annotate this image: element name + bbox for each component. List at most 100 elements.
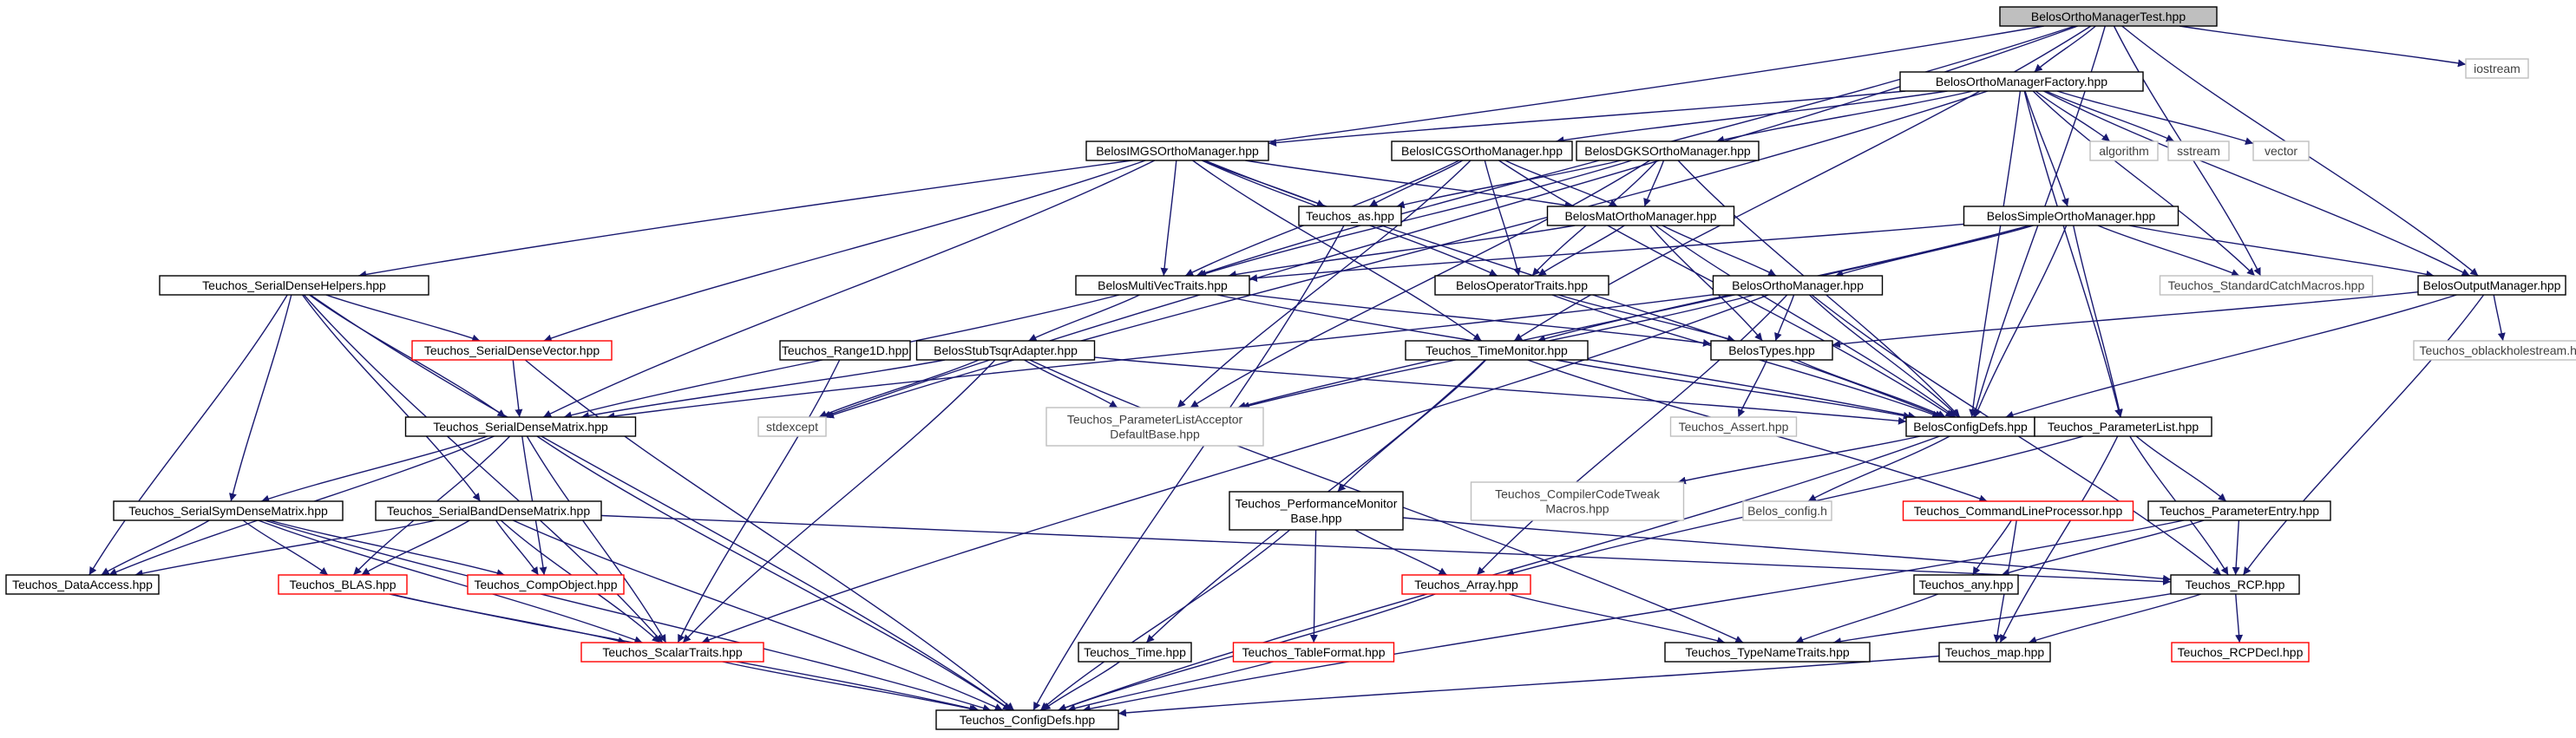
node-label: Teuchos_SerialDenseHelpers.hpp <box>202 278 386 292</box>
node-sdmatrix[interactable]: Teuchos_SerialDenseMatrix.hpp <box>404 416 637 437</box>
node-box <box>1546 206 1735 226</box>
node-imgs[interactable]: BelosIMGSOrthoManager.hpp <box>1085 140 1269 161</box>
node-teuchostime[interactable]: Teuchos_Time.hpp <box>1078 642 1192 663</box>
node-box <box>1742 500 1832 521</box>
edge-factory-to-configdefs <box>1969 90 2022 418</box>
node-icgs[interactable]: BelosICGSOrthoManager.hpp <box>1391 140 1573 161</box>
node-box <box>1664 642 1871 663</box>
edge-ssdmatrix-to-compobject <box>269 519 505 577</box>
node-box <box>1899 71 2144 92</box>
node-range1d[interactable]: Teuchos_Range1D.hpp <box>779 340 911 361</box>
node-simpleortho[interactable]: BelosSimpleOrthoManager.hpp <box>1963 206 2179 226</box>
node-dgks[interactable]: BelosDGKSOrthoManager.hpp <box>1576 140 1760 161</box>
node-orthomgr[interactable]: BelosOrthoManager.hpp <box>1712 275 1884 296</box>
node-teuchosmap[interactable]: Teuchos_map.hpp <box>1938 642 2051 663</box>
node-sbdmatrix[interactable]: Teuchos_SerialBandDenseMatrix.hpp <box>375 500 602 521</box>
node-multivec[interactable]: BelosMultiVecTraits.hpp <box>1075 275 1250 296</box>
node-algorithm: algorithm <box>2089 140 2159 161</box>
edge-simpleortho-to-stdcatch <box>2097 225 2240 277</box>
edge-icgs-to-optraits <box>1484 160 1521 277</box>
node-box <box>1075 275 1250 296</box>
node-box <box>2465 58 2529 79</box>
node-box <box>1391 140 1573 161</box>
node-label: BelosDGKSOrthoManager.hpp <box>1584 144 1751 158</box>
node-tableformat[interactable]: Teuchos_TableFormat.hpp <box>1232 642 1395 663</box>
node-teuchosconfigdefs[interactable]: Teuchos_ConfigDefs.hpp <box>935 709 1119 730</box>
node-root[interactable]: BelosOrthoManagerTest.hpp <box>1999 6 2218 27</box>
node-label: Teuchos_SerialSymDenseMatrix.hpp <box>128 504 328 518</box>
node-box <box>1963 206 2179 226</box>
node-scalartraits[interactable]: Teuchos_ScalarTraits.hpp <box>580 642 764 663</box>
node-label: Teuchos_RCP.hpp <box>2186 578 2285 591</box>
node-blas[interactable]: Teuchos_BLAS.hpp <box>278 574 408 595</box>
edge-sdmatrix-to-ssdmatrix <box>260 435 488 503</box>
node-label: Teuchos_StandardCatchMacros.hpp <box>2168 278 2365 292</box>
node-label: Teuchos_ScalarTraits.hpp <box>602 645 743 659</box>
edge-simpleortho-to-configdefs <box>1974 225 2068 418</box>
node-sdhelpers[interactable]: Teuchos_SerialDenseHelpers.hpp <box>159 275 429 296</box>
node-box <box>1078 642 1192 663</box>
node-configdefs[interactable]: BelosConfigDefs.hpp <box>1905 416 2035 437</box>
edge-outputmgr-to-rcp <box>2242 294 2485 576</box>
node-box <box>5 574 160 595</box>
edge-orthomgr-to-scalartraits <box>701 294 1769 644</box>
edge-sdhelpers-to-dataaccess <box>88 294 288 576</box>
node-belostypes[interactable]: BelosTypes.hpp <box>1710 340 1833 361</box>
node-box <box>2417 275 2566 296</box>
node-paramentry[interactable]: Teuchos_ParameterEntry.hpp <box>2147 500 2331 521</box>
edge-matortho-to-optraits <box>1537 225 1625 277</box>
edge-factory-to-simpleortho <box>2024 90 2069 207</box>
node-label: BelosOrthoManagerFactory.hpp <box>1936 75 2107 88</box>
edge-icgs-to-plabase <box>1177 160 1472 408</box>
edge-scalartraits-to-teuchosconfigdefs <box>722 661 978 713</box>
node-stubtsqr[interactable]: BelosStubTsqrAdapter.hpp <box>915 340 1096 361</box>
node-vector: vector <box>2252 140 2310 161</box>
node-sdvector[interactable]: Teuchos_SerialDenseVector.hpp <box>411 340 613 361</box>
edge-sbdmatrix-to-teuchosconfigdefs <box>513 519 1003 711</box>
node-box <box>2167 140 2230 161</box>
node-label: Teuchos_Assert.hpp <box>1679 420 1789 434</box>
edge-stubtsqr-to-sdmatrix <box>580 359 946 420</box>
dependency-nodes: BelosOrthoManagerTest.hpp iostreamBelosOr… <box>5 6 2576 730</box>
node-label: Teuchos_SerialDenseMatrix.hpp <box>433 420 608 434</box>
node-teuchos_as[interactable]: Teuchos_as.hpp <box>1298 206 1402 226</box>
node-box <box>1913 574 2019 595</box>
node-box <box>1712 275 1884 296</box>
edge-factory-to-icgs <box>1556 90 1948 145</box>
node-box <box>757 416 827 437</box>
edge-factory-to-stdcatch <box>2032 90 2256 277</box>
node-sstream: sstream <box>2167 140 2230 161</box>
node-matortho[interactable]: BelosMatOrthoManager.hpp <box>1546 206 1735 226</box>
node-compobject[interactable]: Teuchos_CompObject.hpp <box>467 574 625 595</box>
node-label: Teuchos_oblackholestream.hpp <box>2420 343 2576 357</box>
node-array[interactable]: Teuchos_Array.hpp <box>1401 574 1531 595</box>
node-factory[interactable]: BelosOrthoManagerFactory.hpp <box>1899 71 2144 92</box>
node-any[interactable]: Teuchos_any.hpp <box>1913 574 2019 595</box>
edge-factory-to-imgs <box>1268 90 1906 147</box>
node-ssdmatrix[interactable]: Teuchos_SerialSymDenseMatrix.hpp <box>113 500 344 521</box>
node-cmdline[interactable]: Teuchos_CommandLineProcessor.hpp <box>1902 500 2134 521</box>
node-box <box>2089 140 2159 161</box>
node-box <box>935 709 1119 730</box>
node-optraits[interactable]: BelosOperatorTraits.hpp <box>1434 275 1609 296</box>
node-dataaccess[interactable]: Teuchos_DataAccess.hpp <box>5 574 160 595</box>
node-outputmgr[interactable]: BelosOutputManager.hpp <box>2417 275 2566 296</box>
edge-stubtsqr-to-configdefs <box>1094 356 1907 425</box>
node-timemonitor[interactable]: Teuchos_TimeMonitor.hpp <box>1405 340 1589 361</box>
edge-sbdmatrix-to-compobject <box>495 519 540 576</box>
node-rcp[interactable]: Teuchos_RCP.hpp <box>2170 574 2300 595</box>
node-box <box>1710 340 1833 361</box>
node-rcpdecl[interactable]: Teuchos_RCPDecl.hpp <box>2171 642 2310 663</box>
node-label: Teuchos_BLAS.hpp <box>290 578 397 591</box>
node-label: iostream <box>2474 62 2520 75</box>
edge-orthomgr-to-array <box>1476 294 1788 576</box>
node-paramlist[interactable]: Teuchos_ParameterList.hpp <box>2034 416 2212 437</box>
node-box <box>1401 574 1531 595</box>
node-typenametraits[interactable]: Teuchos_TypeNameTraits.hpp <box>1664 642 1871 663</box>
node-belosconfigh: Belos_config.h <box>1742 500 1832 521</box>
node-box <box>2413 340 2576 361</box>
